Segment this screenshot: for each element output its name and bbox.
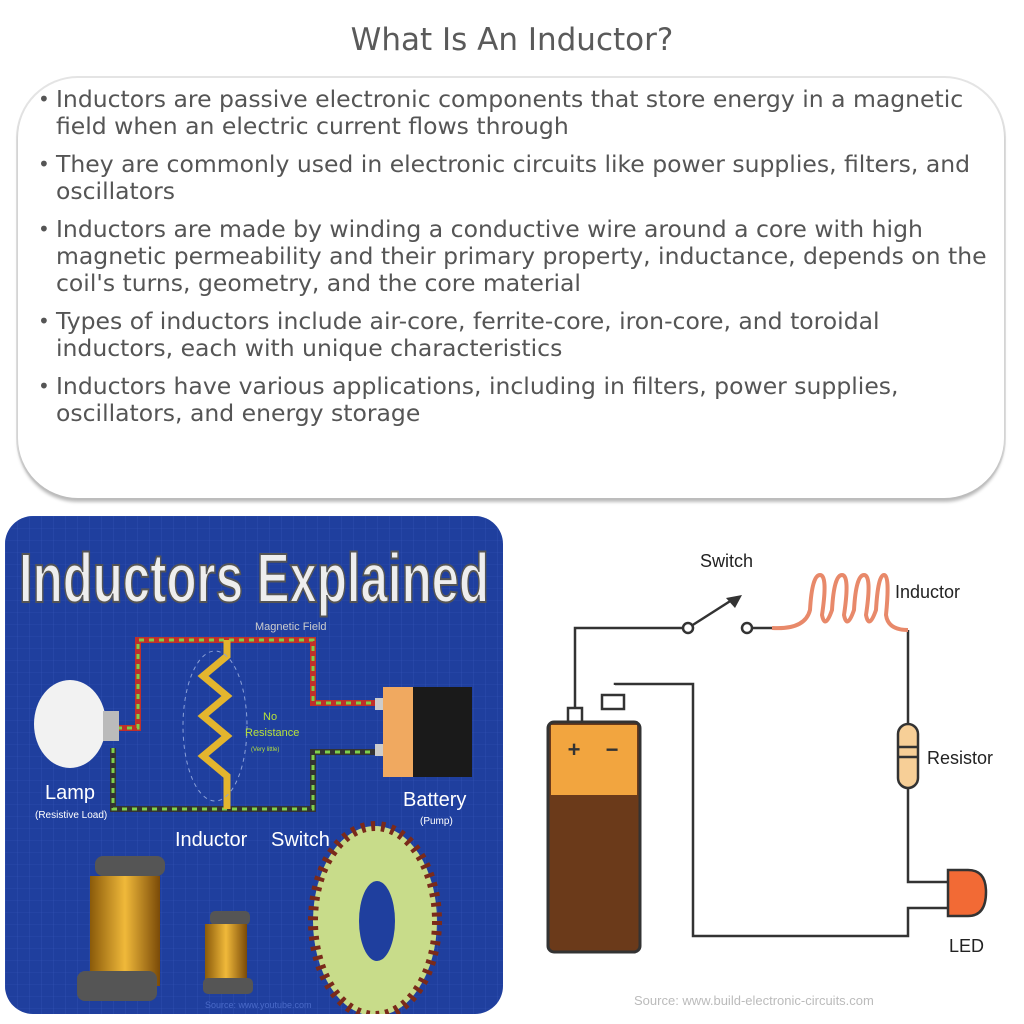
toroidal-inductor-photo bbox=[308, 821, 442, 1014]
led-icon bbox=[946, 868, 988, 918]
switch-contact bbox=[740, 621, 754, 635]
bullet-list: Inductors are passive electronic compone… bbox=[36, 86, 996, 438]
inductor-zigzag bbox=[197, 640, 233, 809]
image-source: Source: www.build-electronic-circuits.co… bbox=[634, 993, 874, 1008]
lamp-sublabel: (Resistive Load) bbox=[35, 810, 107, 821]
led-label: LED bbox=[949, 936, 984, 956]
inductor-label: Inductor bbox=[175, 829, 248, 851]
circuit-diagram: + − Switch Inductor Resistor LED Source:… bbox=[540, 540, 1020, 1020]
resistor-label: Resistor bbox=[927, 748, 993, 768]
headline: Inductors Explained bbox=[19, 539, 489, 617]
bullet-item: Inductors have various applications, inc… bbox=[36, 373, 996, 427]
battery-label: Battery bbox=[403, 789, 466, 811]
minus-sign: − bbox=[606, 737, 619, 762]
cylindrical-inductor-photo bbox=[77, 856, 165, 1001]
no-resistance-label: No bbox=[263, 711, 277, 723]
switch-label: Switch bbox=[271, 829, 330, 851]
battery-sublabel: (Pump) bbox=[420, 816, 453, 827]
inductors-explained-image: Inductors Explained Magnetic Field No Re… bbox=[5, 516, 503, 1014]
bullet-item: Types of inductors include air-core, fer… bbox=[36, 308, 996, 362]
battery-icon bbox=[546, 693, 642, 954]
bullet-item: Inductors are passive electronic compone… bbox=[36, 86, 996, 140]
bullet-item: They are commonly used in electronic cir… bbox=[36, 151, 996, 205]
page-title: What Is An Inductor? bbox=[350, 22, 674, 58]
circuit-wires bbox=[573, 596, 950, 938]
inductor-coil-icon bbox=[771, 572, 909, 632]
small-inductor-photo bbox=[203, 911, 253, 994]
lamp-label: Lamp bbox=[45, 782, 95, 804]
switch-contact bbox=[681, 621, 695, 635]
switch-label: Switch bbox=[700, 551, 753, 571]
bullet-item: Inductors are made by winding a conducti… bbox=[36, 216, 996, 297]
very-little-label: (Very little) bbox=[251, 747, 279, 753]
image-source: Source: www.youtube.com bbox=[205, 1000, 312, 1010]
lamp-icon bbox=[34, 680, 119, 768]
resistance-label: Resistance bbox=[245, 727, 299, 739]
switch-arrow-icon bbox=[726, 595, 742, 608]
inductor-label: Inductor bbox=[895, 582, 960, 602]
plus-sign: + bbox=[568, 737, 581, 762]
magnetic-field-label: Magnetic Field bbox=[255, 621, 327, 633]
battery-icon bbox=[375, 687, 472, 777]
